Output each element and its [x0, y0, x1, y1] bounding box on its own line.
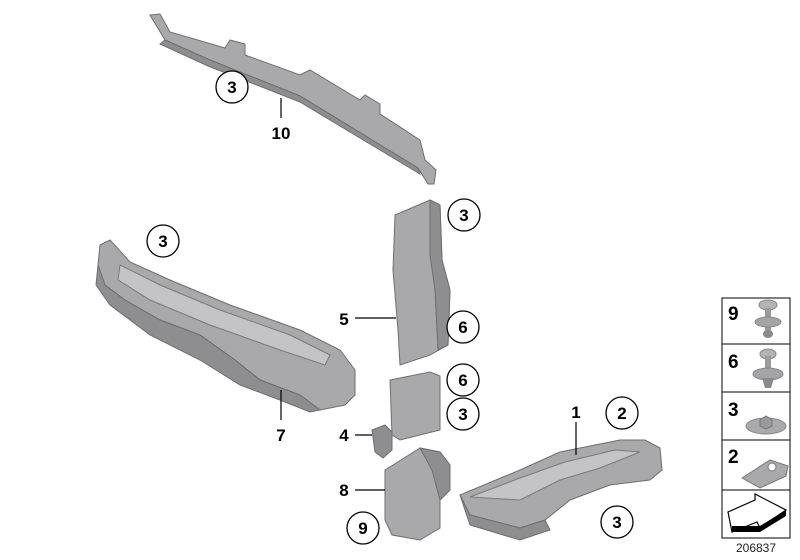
part-10-strip: [149, 13, 437, 185]
diagram-code: 206837: [736, 541, 776, 555]
part-1-air-duct: [459, 439, 663, 541]
spring-nut-icon: [741, 459, 789, 489]
callout-6-part5: 6: [446, 310, 480, 344]
svg-text:3: 3: [459, 206, 468, 225]
callout-3-part1: 3: [600, 505, 634, 539]
svg-text:3: 3: [158, 232, 167, 251]
callout-2-part1: 2: [605, 396, 639, 430]
svg-text:6: 6: [728, 352, 739, 373]
legend-item-3: 3: [728, 400, 787, 435]
svg-text:6: 6: [458, 318, 467, 337]
expanding-rivet-icon: [752, 348, 784, 388]
svg-text:3: 3: [612, 513, 621, 532]
callout-6-bracket: 6: [446, 363, 480, 397]
part-8-block: [384, 447, 451, 541]
callout-3-part7: 3: [146, 224, 180, 258]
label-1: 1: [571, 403, 580, 422]
svg-text:9: 9: [358, 519, 367, 538]
svg-text:2: 2: [728, 447, 739, 468]
label-5: 5: [339, 310, 348, 329]
direction-arrow-icon: [727, 493, 788, 533]
legend-item-9: 9: [728, 299, 782, 338]
callout-3-bracket: 3: [446, 397, 480, 431]
legend-item-6: 6: [728, 348, 784, 388]
callout-3-part10: 3: [215, 70, 249, 104]
part-7-duct: [95, 239, 356, 413]
label-4: 4: [339, 426, 349, 445]
callout-3-part5: 3: [447, 198, 481, 232]
label-10: 10: [272, 124, 291, 143]
svg-text:2: 2: [617, 404, 626, 423]
svg-text:6: 6: [458, 371, 467, 390]
label-7: 7: [276, 426, 285, 445]
bracket-part: [389, 371, 441, 441]
label-8: 8: [339, 481, 348, 500]
svg-text:3: 3: [227, 78, 236, 97]
legend-item-2: 2: [728, 447, 789, 489]
svg-text:3: 3: [458, 405, 467, 424]
fastener-legend: 9 6 3 2: [721, 297, 791, 539]
callout-9-part8: 9: [346, 511, 380, 545]
svg-text:3: 3: [728, 400, 739, 421]
svg-text:9: 9: [728, 304, 739, 325]
part-5-panel: [392, 199, 451, 366]
part-4-clip: [371, 424, 393, 459]
push-rivet-icon: [754, 299, 782, 338]
hex-nut-washer-icon: [745, 415, 787, 435]
